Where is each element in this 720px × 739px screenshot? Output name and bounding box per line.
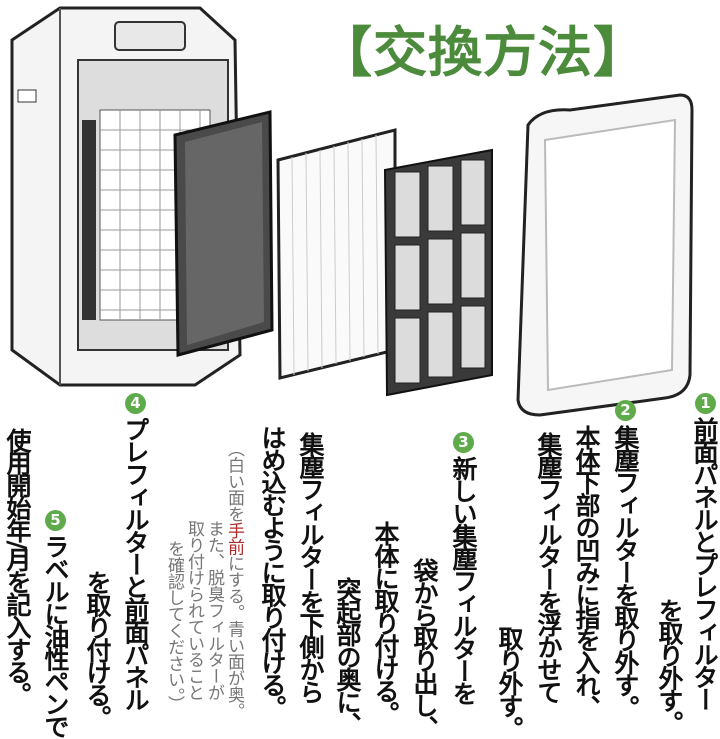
deodorizing-filter-illustration: [173, 110, 274, 357]
step-2-marker: 2: [615, 400, 636, 421]
step-3-marker: 3: [453, 432, 474, 453]
dust-collection-filter-illustration: [276, 128, 397, 380]
step-5-marker: 5: [45, 510, 66, 531]
step-1-marker: 1: [695, 393, 716, 414]
step-3-line-2: 袋から取り出し、: [410, 558, 439, 738]
step-5-line-1: ラベルに油性ペンで: [41, 534, 70, 737]
step-3-line-6: はめ込むように取り付ける。: [258, 425, 287, 718]
step-4-marker: 4: [125, 393, 146, 414]
pre-filter-illustration: [383, 148, 493, 397]
step-2-line-4: 取り外す。: [495, 626, 524, 739]
step-2-line-3: 集塵フィルターを浮かせて: [534, 432, 563, 702]
step-2-line-2: 本体下部の凹みに指を入れ、: [572, 425, 601, 718]
step-4-line-2: を取り付ける。: [83, 570, 112, 728]
note-text: （白い面を: [224, 440, 244, 523]
step-3-line-5: 集塵フィルターを下側から: [296, 432, 325, 702]
step-3-line-3: 本体に取り付ける。: [371, 521, 400, 724]
page-title: 【交換方法】: [318, 21, 648, 84]
step-3-note-line-4: を確認してください。）: [164, 540, 184, 712]
step-5-line-2: 使用開始年/月を記入する。: [3, 428, 32, 705]
front-panel-illustration: [516, 93, 694, 417]
step-4-line-1: プレフィルターと前面パネル: [121, 417, 150, 710]
step-3-line-1: 新しい集塵フィルターを: [449, 456, 478, 704]
step-2-line-1: 集塵フィルターを取り外す。: [611, 425, 640, 718]
step-3-line-4: 突起部の奥に、: [333, 577, 362, 735]
step-3-note-line-2: また、脱臭フィルターが: [204, 520, 224, 701]
illustration: [10, 6, 694, 417]
step-1-line-1: 前面パネルとプレフィルター: [690, 417, 719, 710]
note-text: にする。青い面が奥。: [224, 554, 244, 719]
step-1-line-2: を取り外す。: [655, 598, 684, 733]
step-3-note-line-1: （白い面を手前にする。青い面が奥。: [224, 440, 244, 719]
step-3-note-line-3: 取り付けられていること: [184, 520, 204, 701]
note-highlight-front: 手前: [224, 522, 244, 555]
